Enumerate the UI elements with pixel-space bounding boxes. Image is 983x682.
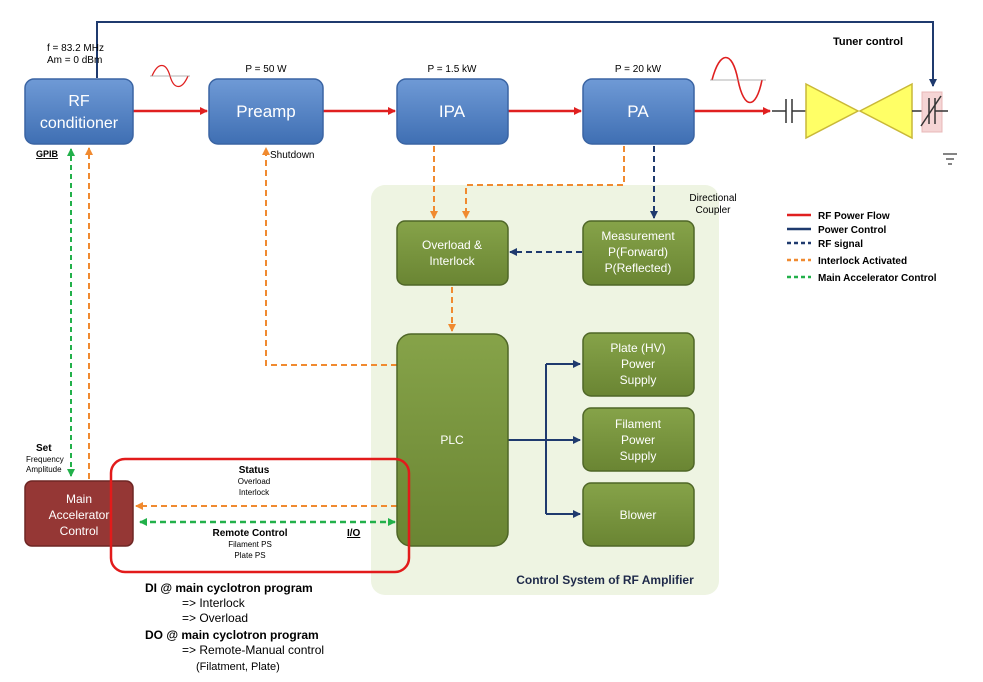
measurement-label-2: P(Forward): [608, 245, 668, 259]
measurement-label-1: Measurement: [601, 229, 675, 243]
freq-label: f = 83.2 MHz: [47, 43, 104, 54]
main-accelerator-control-box[interactable]: Main Accelerator Control: [24, 480, 134, 547]
rf-conditioner-box[interactable]: RF conditioner: [24, 78, 134, 145]
main-control-label-3: Control: [60, 524, 99, 538]
filament-ps-label-3: Supply: [620, 449, 657, 463]
power-control-lines: [508, 360, 581, 518]
ipa-label: IPA: [439, 102, 466, 121]
set-title: Set: [36, 443, 52, 454]
pa-power: P = 20 kW: [615, 64, 662, 75]
blower-label: Blower: [620, 508, 657, 522]
ground-icon: [943, 153, 957, 165]
overload-interlock-box[interactable]: Overload & Interlock: [396, 220, 509, 286]
remote-control-title: Remote Control: [213, 528, 288, 539]
legend-label-rf-signal: RF signal: [818, 239, 863, 250]
tuner-control-label: Tuner control: [833, 36, 903, 48]
pa-box[interactable]: PA: [582, 78, 695, 145]
legend: RF Power Flow Power Control RF signal In…: [787, 211, 937, 284]
plate-power-supply-box[interactable]: Plate (HV) Power Supply: [582, 332, 695, 397]
set-amplitude: Amplitude: [26, 465, 62, 474]
do-title: DO @ main cyclotron program: [145, 628, 319, 642]
status-line-1: Overload: [238, 477, 270, 486]
blower-box[interactable]: Blower: [582, 482, 695, 547]
set-frequency: Frequency: [26, 455, 64, 464]
gpib-label: GPIB: [36, 149, 59, 159]
measurement-box[interactable]: Measurement P(Forward) P(Reflected): [582, 220, 695, 286]
legend-label-power-control: Power Control: [818, 225, 887, 236]
ipa-box[interactable]: IPA: [396, 78, 509, 145]
status-line-2: Interlock: [239, 488, 270, 497]
plc-label: PLC: [440, 433, 464, 447]
variable-capacitor: [920, 95, 948, 127]
overload-label-1: Overload &: [422, 238, 482, 252]
plate-ps-label-3: Supply: [620, 373, 657, 387]
do-item-remote: => Remote-Manual control: [182, 643, 324, 657]
overload-label-2: Interlock: [429, 254, 475, 268]
preamp-power: P = 50 W: [245, 64, 287, 75]
shutdown-label: Shutdown: [270, 150, 314, 161]
interlock-pa-overload: [462, 146, 625, 219]
shutdown-plc-preamp: [262, 147, 397, 366]
control-system-title: Control System of RF Amplifier: [516, 573, 694, 587]
output-capacitor: [772, 99, 806, 123]
status-title: Status: [239, 465, 270, 476]
rf-conditioner-label-1: RF: [68, 93, 90, 110]
io-label: I/O: [347, 528, 361, 539]
remote-line-2: Plate PS: [234, 551, 265, 560]
interface-highlight: [109, 457, 411, 574]
legend-label-main-control: Main Accelerator Control: [818, 273, 937, 284]
remote-line-1: Filament PS: [228, 540, 272, 549]
filament-power-supply-box[interactable]: Filament Power Supply: [582, 407, 695, 472]
rf-conditioner-label-2: conditioner: [40, 115, 119, 132]
tuner-control-line: [96, 21, 937, 87]
preamp-label: Preamp: [236, 102, 296, 121]
filament-ps-label-2: Power: [621, 433, 655, 447]
amp-label: Am = 0 dBm: [47, 55, 102, 66]
plate-ps-label-1: Plate (HV): [610, 341, 665, 355]
cavity-symbol: [858, 82, 913, 140]
plate-ps-label-2: Power: [621, 357, 655, 371]
ipa-power: P = 1.5 kW: [427, 64, 477, 75]
main-control-label-2: Accelerator: [49, 508, 110, 522]
directional-coupler-label-1: Directional: [689, 193, 736, 204]
preamp-box[interactable]: Preamp: [208, 78, 324, 145]
transmission-line-symbol: [805, 82, 860, 140]
measurement-label-3: P(Reflected): [605, 261, 672, 275]
do-item-filament-plate: (Filatment, Plate): [196, 661, 280, 673]
pa-label: PA: [627, 102, 649, 121]
directional-coupler-label-2: Coupler: [695, 205, 731, 216]
di-item-interlock: => Interlock: [182, 596, 246, 610]
legend-label-rf-power: RF Power Flow: [818, 211, 890, 222]
filament-ps-label-1: Filament: [615, 417, 662, 431]
main-control-label-1: Main: [66, 492, 92, 506]
di-item-overload: => Overload: [182, 611, 248, 625]
legend-label-interlock: Interlock Activated: [818, 256, 907, 267]
di-title: DI @ main cyclotron program: [145, 581, 313, 595]
plc-box[interactable]: PLC: [396, 333, 509, 547]
